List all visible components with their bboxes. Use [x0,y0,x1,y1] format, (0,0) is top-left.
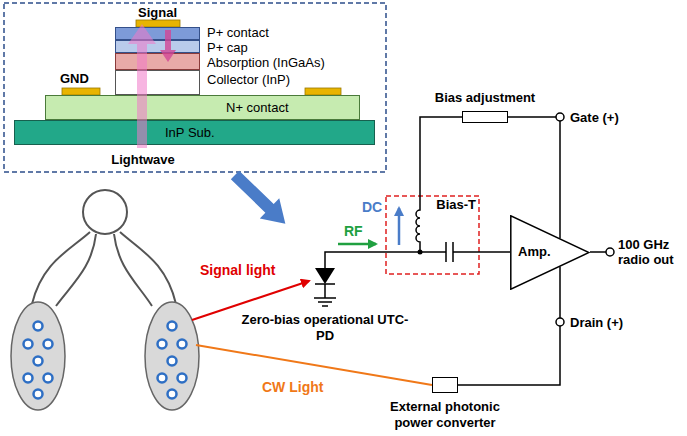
fiber-bundle [145,302,199,410]
node-text: Bias adjustment [435,91,535,105]
dc-arrow [398,208,401,245]
rf-label: RF [344,224,363,239]
amplifier: Amp. [510,215,590,290]
arm [32,232,90,304]
light-label: Lightwave [108,152,178,167]
signal-light-label: Signal light [200,263,275,278]
rf-arrow [338,243,376,246]
fiber-cores [24,322,187,399]
layer-p-cap: P+ cap [115,40,200,53]
gnd-pad [62,88,100,95]
terminal-label: Drain (+) [570,315,623,330]
node-text: Amp. [518,245,551,259]
layer-absorption: Absorption (InGaAs) [115,53,200,70]
head [83,190,127,234]
pad-label: GND [60,71,89,86]
node-text: Collector (InP) [207,73,290,87]
output-terminal [606,248,614,256]
arm [120,232,176,304]
fiber-bundle [11,302,65,410]
node-text: Absorption (InGaAs) [207,56,325,70]
node-text: P+ cap [207,41,248,55]
layer-p-contact: P+ contact [115,27,200,40]
lightwave-arrow [128,24,156,148]
gnd-pad [305,88,341,95]
layer-collector: Collector (InP) [115,70,200,95]
layer-substrate: InP Sub. [14,120,375,145]
dc-label: DC [362,200,382,215]
drain-terminal [556,318,564,326]
node-text: P+ contact [207,26,269,40]
wire [458,267,560,385]
node-text: N+ contact [226,101,289,115]
node-text: External photonic power converter [375,399,515,431]
zoom-arrow [225,165,295,234]
terminal-label: Gate (+) [570,110,619,125]
pad-label: Signal [138,5,177,20]
wire [325,252,385,262]
arm [56,234,96,306]
bias-resistor: Bias adjustment [462,111,508,123]
inset-frame [4,3,386,172]
arm [114,234,152,306]
node-text: InP Sub. [165,126,215,140]
person-figure [32,190,176,306]
cw-light-fiber [196,345,432,385]
gate-terminal [556,113,564,121]
output-label: 100 GHz radio out [618,237,684,267]
photodiode-symbol [313,262,337,292]
ground-symbol [314,292,336,306]
photodiode: Zero-bias operational UTC-PD [313,262,337,292]
cw-light-label: CW Light [262,380,323,395]
wire [420,117,462,195]
node-text: Zero-bias operational UTC-PD [240,312,410,344]
wire [480,251,510,253]
output-wire [590,251,606,253]
node-text: Bias-T [436,198,476,212]
layer-n-contact: N+ contact [45,95,360,120]
power-converter: External photonic power converter [432,377,458,393]
reflected-light-arrow [160,30,176,62]
